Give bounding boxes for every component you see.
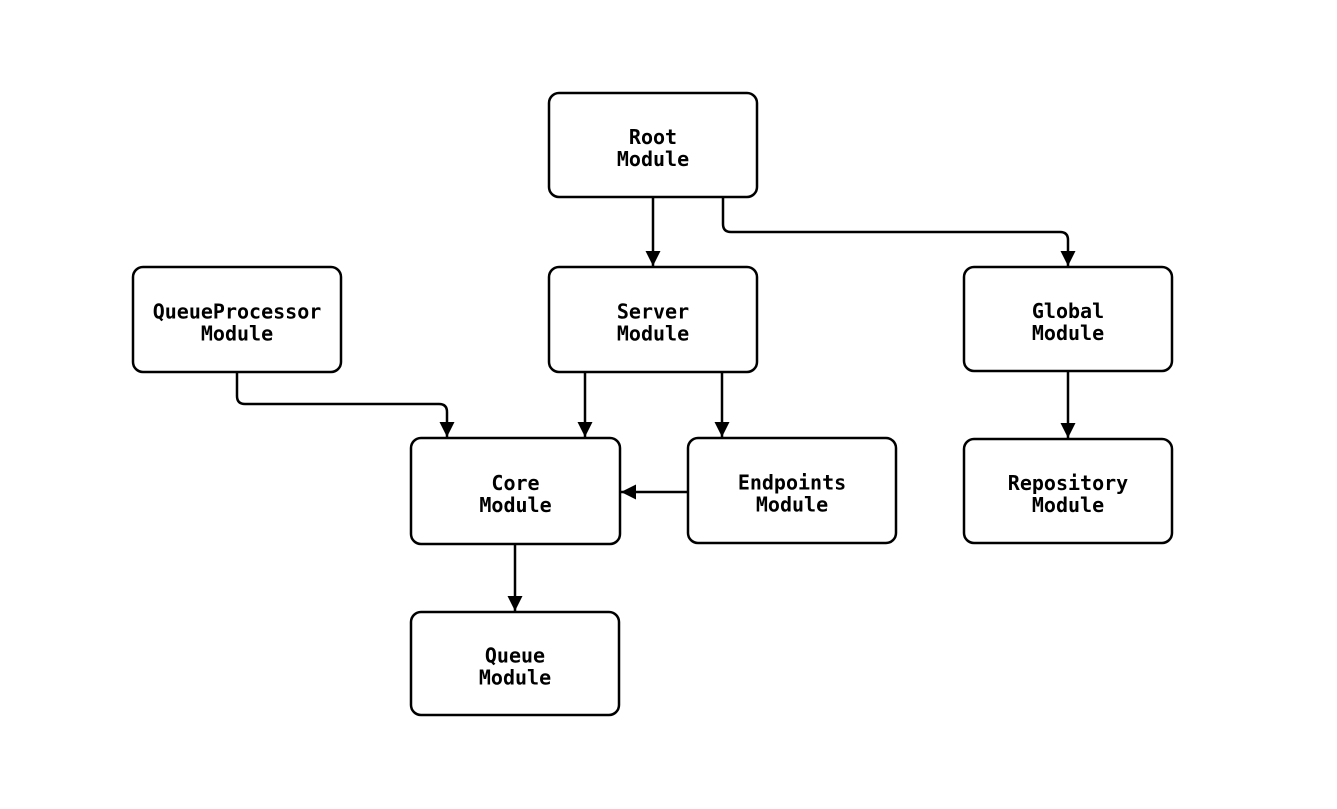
node-box-endpoints: [686, 436, 898, 545]
edge-queueprocessor-to-core: [235, 372, 455, 437]
node-box-repository: [962, 437, 1174, 545]
node-box-root: [547, 91, 759, 199]
node-box-queue: [409, 610, 621, 717]
edges-layer: [235, 197, 1076, 611]
node-box-server: [547, 265, 759, 374]
node-box-queueprocessor: [131, 265, 343, 374]
node-box-global: [962, 265, 1174, 373]
edge-root-to-global: [721, 197, 1076, 266]
node-box-core: [409, 436, 622, 546]
